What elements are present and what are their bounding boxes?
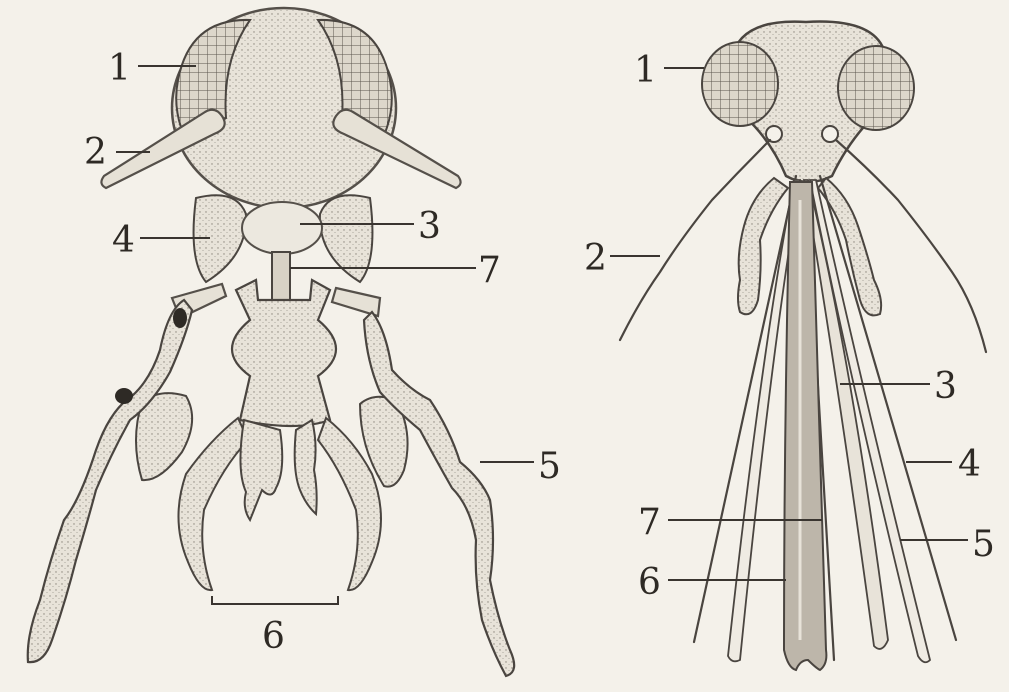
right-label-7: 7 <box>638 502 661 543</box>
left-glossa-hooks <box>240 420 316 520</box>
right-eye-right <box>838 46 914 130</box>
right-label-3: 3 <box>934 366 957 407</box>
right-label-5: 5 <box>972 524 995 565</box>
right-label-1: 1 <box>634 50 657 91</box>
right-figure: 1 2 3 4 5 6 7 <box>584 22 995 670</box>
left-maxillary-palp-left <box>28 300 192 662</box>
left-label-1: 1 <box>108 48 131 89</box>
left-label-6: 6 <box>262 616 285 657</box>
left-label-7: 7 <box>478 250 501 291</box>
right-label-4: 4 <box>958 444 981 485</box>
left-labrum <box>242 202 322 254</box>
dark-spot-icon <box>115 388 133 404</box>
left-labium <box>232 280 336 426</box>
left-label-2: 2 <box>84 132 107 173</box>
left-figure: 1 2 3 4 5 6 7 <box>28 8 561 676</box>
right-label-6: 6 <box>638 562 661 603</box>
left-maxillary-palp-right <box>364 312 514 676</box>
dark-spot-icon <box>173 308 187 328</box>
left-label-5: 5 <box>538 446 561 487</box>
left-label-4: 4 <box>112 220 135 261</box>
right-label-2: 2 <box>584 238 607 279</box>
right-eye-left <box>702 42 778 126</box>
right-antenna-socket-left <box>766 126 782 142</box>
left-labial-palp-left <box>178 418 248 590</box>
left-hypopharynx-stalk <box>272 252 290 302</box>
left-bracket-6 <box>212 596 338 604</box>
left-label-3: 3 <box>418 206 441 247</box>
